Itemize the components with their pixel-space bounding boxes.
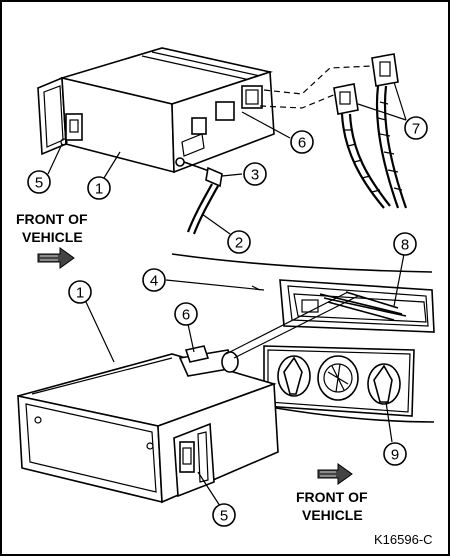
callout-3-number: 3: [251, 167, 259, 184]
instrument-panel: [171, 253, 435, 423]
callout-1-top-number: 1: [95, 181, 103, 198]
callout-9: [383, 442, 407, 466]
callout-1-top: [87, 176, 111, 200]
front-arrow-top-icon: [37, 247, 75, 269]
callout-8-number: 8: [401, 237, 409, 254]
callout-6-top: [290, 130, 314, 154]
radio-chassis-bottom: [17, 291, 359, 504]
callout-9-number: 9: [391, 447, 399, 464]
wiring-harness-connectors: [333, 53, 408, 209]
callout-5-bottom-number: 5: [220, 508, 228, 525]
callout-1-bottom-number: 1: [76, 285, 84, 302]
radio-chassis-top: [37, 47, 373, 235]
callout-5-bottom: [212, 503, 236, 527]
front-of-vehicle-bottom-line2: VEHICLE: [302, 507, 363, 523]
callout-7-number: 7: [412, 121, 420, 138]
callout-4: [142, 268, 166, 292]
callout-6-bottom-number: 6: [182, 307, 190, 324]
callout-7: [404, 116, 428, 140]
front-of-vehicle-top-line2: VEHICLE: [22, 229, 83, 245]
callout-8: [393, 232, 417, 256]
callout-2-number: 2: [235, 235, 243, 252]
callout-6-bottom: [174, 302, 198, 326]
figure-reference-code: K16596-C: [374, 532, 433, 547]
front-arrow-bottom-icon: [317, 463, 353, 485]
callout-3: [243, 162, 267, 186]
callout-1-bottom: [68, 280, 92, 304]
front-of-vehicle-top-line1: FRONT OF: [16, 211, 88, 227]
callout-2: [227, 230, 251, 254]
callout-4-number: 4: [150, 273, 158, 290]
front-of-vehicle-bottom-line1: FRONT OF: [296, 489, 368, 505]
callout-5-top: [27, 170, 51, 194]
callout-5-top-number: 5: [35, 175, 43, 192]
callout-6-top-number: 6: [298, 135, 306, 152]
